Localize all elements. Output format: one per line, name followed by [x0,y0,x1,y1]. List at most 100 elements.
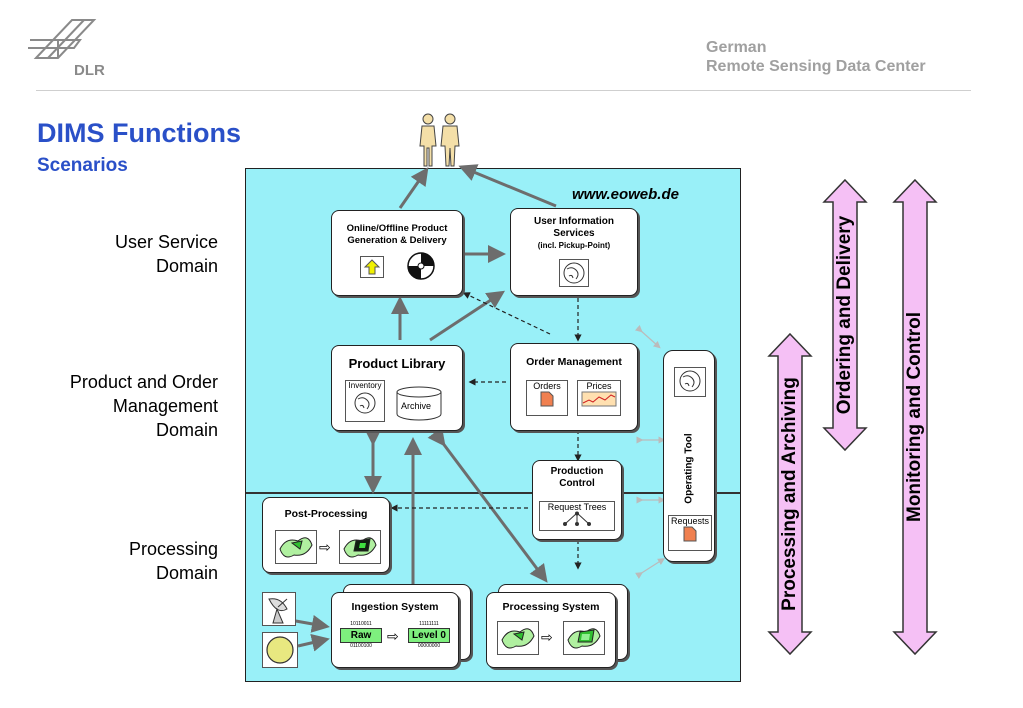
cd-icon [406,251,436,281]
post-processing-box[interactable]: Post-Processing ⇨ [262,497,390,573]
title-line: Production [550,466,604,477]
request-trees-panel: Request Trees [539,501,615,531]
domain-line: Domain [155,563,218,583]
orders-label: Orders [533,381,561,391]
level0-label: Level 0 [408,628,450,643]
level0-data-panel: 11111111 Level 0 00000000 [408,621,450,655]
ingestion-system-box[interactable]: Ingestion System 10110011 Raw 01100100 ⇨… [331,592,459,668]
arrow-library-to-userinfo [429,290,506,342]
output-image-icon [563,621,605,655]
prices-label: Prices [586,381,612,391]
domain-line: User Service [114,232,218,252]
upload-icon [360,256,384,278]
title-line: (incl. Pickup-Point) [537,241,611,250]
arrow-disk-ingestion [297,633,330,652]
tree-icon [563,511,591,526]
order-management-box[interactable]: Order Management Orders Prices [510,343,638,431]
domain-label-user-service: User Service Domain [40,230,218,278]
monitoring-control-label: Monitoring and Control [904,311,925,523]
domain-line: Product and Order [69,372,218,392]
orders-panel: Orders [526,380,568,416]
dlr-logo: DLR [28,14,118,79]
product-library-box[interactable]: Product Library Inventory Archive [331,345,463,431]
grey-arrow-1 [634,324,661,349]
org-line-2: Remote Sensing Data Center [706,58,926,75]
operating-tool-globe [674,367,706,397]
domain-label-processing: Processing Domain [40,537,218,585]
globe-icon [354,392,376,414]
input-image-icon [497,621,539,655]
processing-archiving-arrow [767,332,813,656]
title-line: Generation & Delivery [347,235,447,246]
post-processing-title: Post-Processing [284,508,368,520]
users-icon [414,112,466,168]
user-info-title: User Information Services (incl. Pickup-… [511,216,637,252]
monitoring-control-arrow [892,178,938,656]
production-control-box[interactable]: Production Control Request Trees [532,460,622,540]
domain-line: Domain [155,420,218,440]
raw-bits-bottom: 01100100 [350,643,372,649]
transform-arrow-icon: ⇨ [319,539,331,555]
output-image-icon [339,530,381,564]
online-offline-delivery-box[interactable]: Online/Offline Product Generation & Deli… [331,210,463,296]
level0-bits-top: 11111111 [419,621,439,627]
arrow-processing-library [427,427,548,583]
page-title: DIMS Functions [37,118,241,148]
dash-order-to-online [462,292,551,335]
processing-system-box[interactable]: Processing System ⇨ [486,592,616,668]
request-trees-label: Request Trees [547,502,607,512]
title-line: User Information [533,216,614,227]
header-divider [36,90,971,91]
logo-text: DLR [74,62,105,79]
organization-name: German Remote Sensing Data Center [706,38,926,76]
eoweb-url[interactable]: www.eoweb.de [572,186,679,203]
org-line-1: German [706,39,767,56]
disk-icon [262,632,298,668]
raw-label: Raw [340,628,382,643]
production-control-title: Production Control [533,466,621,490]
raw-data-panel: 10110011 Raw 01100100 [340,621,382,655]
archive-icon: Archive [396,386,442,421]
order-management-title: Order Management [526,356,622,368]
page-subtitle: Scenarios [37,155,128,176]
requests-label: Requests [670,516,710,526]
domain-line: Management [112,396,218,416]
globe-icon [679,370,701,392]
inventory-label: Inventory [348,381,382,390]
processing-system-title: Processing System [502,601,600,613]
domain-line: Processing [128,539,218,559]
prices-panel: Prices [577,380,621,416]
domain-line: Domain [155,256,218,276]
title-line: Control [559,478,595,489]
ingestion-system-title: Ingestion System [351,601,439,613]
ordering-delivery-label: Ordering and Delivery [834,215,855,415]
price-chart-icon [581,391,617,407]
archive-label: Archive [401,401,432,411]
title-line: Online/Offline Product [346,223,448,234]
transform-arrow-icon: ⇨ [541,629,553,645]
globe-icon [559,259,589,287]
satellite-antenna-icon [262,592,296,626]
title-line: Services [553,228,595,239]
grey-arrow-4 [635,558,666,579]
user-information-services-box[interactable]: User Information Services (incl. Pickup-… [510,208,638,296]
requests-panel: Requests [668,515,712,551]
online-offline-title: Online/Offline Product Generation & Deli… [332,223,462,247]
arrow-userinfo-to-users [458,164,557,208]
raw-bits-top: 10110011 [350,621,372,627]
product-library-title: Product Library [348,356,446,371]
ordering-delivery-arrow [822,178,868,452]
input-image-icon [275,530,317,564]
level0-bits-bottom: 00000000 [417,643,441,649]
document-icon [540,391,554,407]
dlr-logo-icon [28,19,97,59]
inventory-panel: Inventory [345,380,385,422]
domain-label-product-order: Product and Order Management Domain [20,370,218,442]
transform-arrow-icon: ⇨ [387,628,399,644]
processing-archiving-label: Processing and Archiving [779,377,800,611]
document-icon [683,526,697,542]
operating-tool-box[interactable]: Operating Tool Requests [663,350,715,562]
arrow-online-to-users [398,167,429,209]
